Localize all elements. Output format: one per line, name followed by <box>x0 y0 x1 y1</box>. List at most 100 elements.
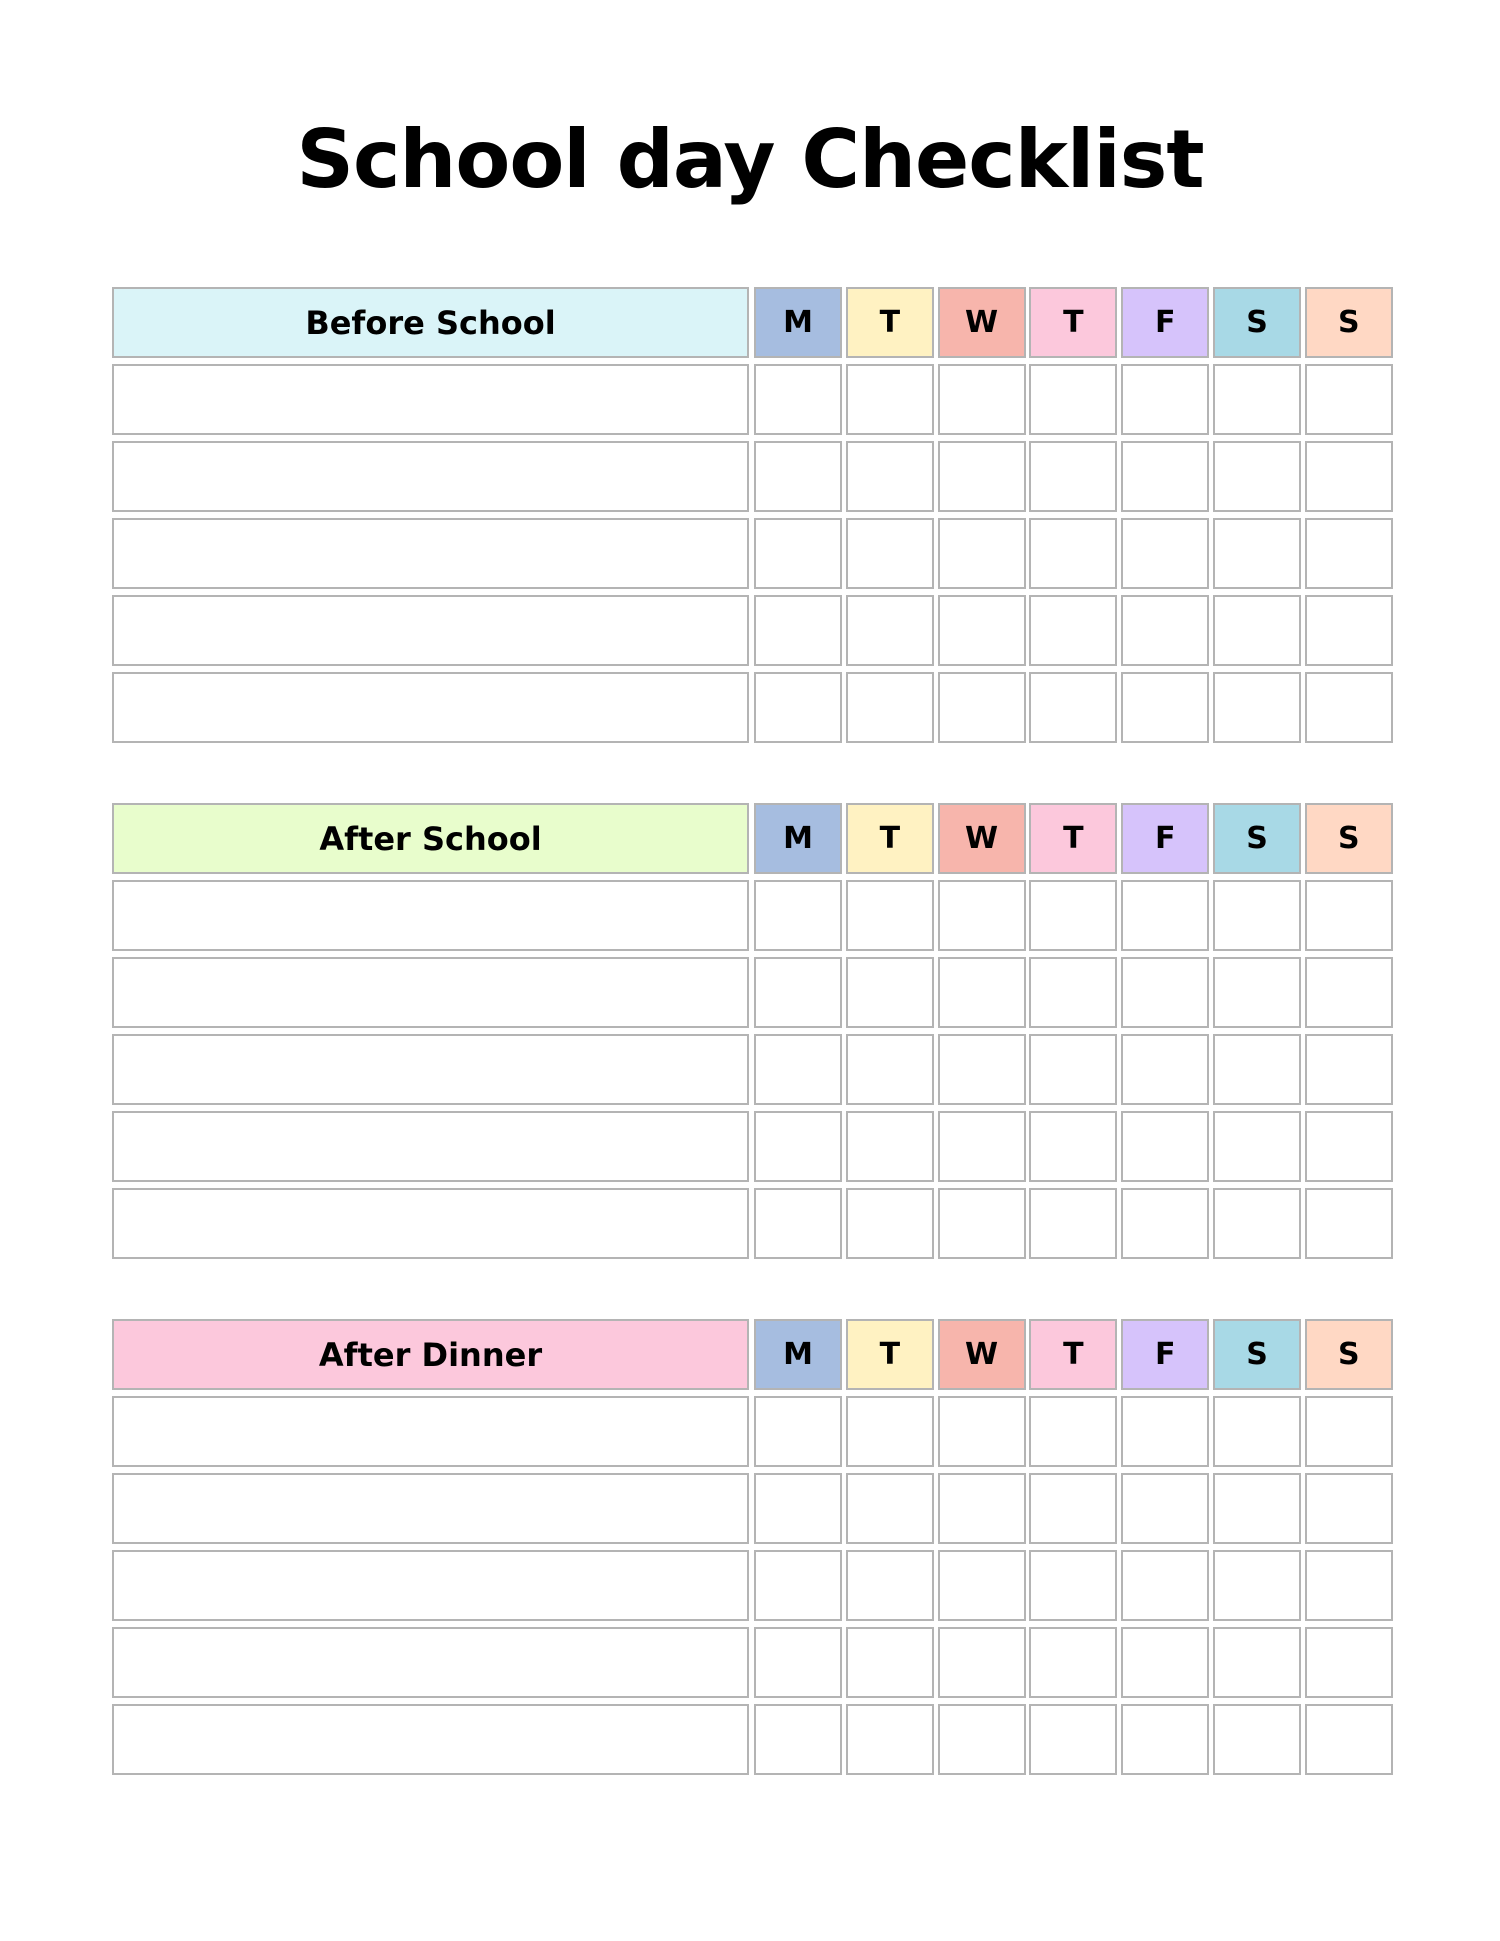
task-name-cell[interactable] <box>112 1473 749 1544</box>
check-cell-wednesday[interactable] <box>937 672 1026 743</box>
check-cell-saturday[interactable] <box>1213 1704 1301 1775</box>
check-cell-sunday[interactable] <box>1304 1396 1393 1467</box>
check-cell-thursday[interactable] <box>1029 1396 1118 1467</box>
check-cell-saturday[interactable] <box>1213 880 1301 951</box>
check-cell-thursday[interactable] <box>1029 595 1118 666</box>
check-cell-tuesday[interactable] <box>845 441 934 512</box>
check-cell-thursday[interactable] <box>1029 1034 1118 1105</box>
check-cell-saturday[interactable] <box>1213 1627 1301 1698</box>
check-cell-tuesday[interactable] <box>845 1034 934 1105</box>
check-cell-tuesday[interactable] <box>845 1188 934 1259</box>
check-cell-tuesday[interactable] <box>845 364 934 435</box>
task-name-cell[interactable] <box>112 1034 749 1105</box>
check-cell-monday[interactable] <box>754 595 842 666</box>
check-cell-sunday[interactable] <box>1304 1034 1393 1105</box>
check-cell-monday[interactable] <box>754 1111 842 1182</box>
check-cell-thursday[interactable] <box>1029 880 1118 951</box>
check-cell-monday[interactable] <box>754 1473 842 1544</box>
check-cell-wednesday[interactable] <box>937 957 1026 1028</box>
check-cell-monday[interactable] <box>754 1704 842 1775</box>
check-cell-wednesday[interactable] <box>937 1473 1026 1544</box>
check-cell-monday[interactable] <box>754 880 842 951</box>
check-cell-friday[interactable] <box>1121 672 1210 743</box>
check-cell-sunday[interactable] <box>1304 518 1393 589</box>
check-cell-thursday[interactable] <box>1029 1473 1118 1544</box>
check-cell-wednesday[interactable] <box>937 1396 1026 1467</box>
check-cell-friday[interactable] <box>1121 441 1210 512</box>
check-cell-wednesday[interactable] <box>937 1704 1026 1775</box>
check-cell-tuesday[interactable] <box>845 1550 934 1621</box>
check-cell-tuesday[interactable] <box>845 1396 934 1467</box>
check-cell-friday[interactable] <box>1121 1188 1210 1259</box>
check-cell-sunday[interactable] <box>1304 595 1393 666</box>
check-cell-friday[interactable] <box>1121 518 1210 589</box>
task-name-cell[interactable] <box>112 518 749 589</box>
check-cell-wednesday[interactable] <box>937 595 1026 666</box>
check-cell-thursday[interactable] <box>1029 1550 1118 1621</box>
check-cell-thursday[interactable] <box>1029 672 1118 743</box>
check-cell-saturday[interactable] <box>1213 957 1301 1028</box>
check-cell-tuesday[interactable] <box>845 1473 934 1544</box>
check-cell-wednesday[interactable] <box>937 1627 1026 1698</box>
check-cell-thursday[interactable] <box>1029 518 1118 589</box>
check-cell-tuesday[interactable] <box>845 957 934 1028</box>
check-cell-wednesday[interactable] <box>937 518 1026 589</box>
check-cell-monday[interactable] <box>754 518 842 589</box>
check-cell-wednesday[interactable] <box>937 364 1026 435</box>
task-name-cell[interactable] <box>112 880 749 951</box>
check-cell-sunday[interactable] <box>1304 1550 1393 1621</box>
check-cell-wednesday[interactable] <box>937 880 1026 951</box>
check-cell-monday[interactable] <box>754 441 842 512</box>
task-name-cell[interactable] <box>112 1627 749 1698</box>
check-cell-thursday[interactable] <box>1029 441 1118 512</box>
task-name-cell[interactable] <box>112 1550 749 1621</box>
check-cell-tuesday[interactable] <box>845 1111 934 1182</box>
check-cell-saturday[interactable] <box>1213 1473 1301 1544</box>
check-cell-tuesday[interactable] <box>845 672 934 743</box>
check-cell-friday[interactable] <box>1121 1704 1210 1775</box>
check-cell-saturday[interactable] <box>1213 364 1301 435</box>
check-cell-sunday[interactable] <box>1304 1111 1393 1182</box>
task-name-cell[interactable] <box>112 1111 749 1182</box>
check-cell-monday[interactable] <box>754 1627 842 1698</box>
check-cell-friday[interactable] <box>1121 595 1210 666</box>
check-cell-friday[interactable] <box>1121 1473 1210 1544</box>
check-cell-saturday[interactable] <box>1213 1111 1301 1182</box>
check-cell-friday[interactable] <box>1121 1627 1210 1698</box>
check-cell-monday[interactable] <box>754 672 842 743</box>
check-cell-friday[interactable] <box>1121 1396 1210 1467</box>
check-cell-saturday[interactable] <box>1213 518 1301 589</box>
check-cell-sunday[interactable] <box>1304 672 1393 743</box>
check-cell-thursday[interactable] <box>1029 957 1118 1028</box>
check-cell-thursday[interactable] <box>1029 364 1118 435</box>
check-cell-tuesday[interactable] <box>845 1627 934 1698</box>
check-cell-sunday[interactable] <box>1304 1188 1393 1259</box>
check-cell-sunday[interactable] <box>1304 1704 1393 1775</box>
check-cell-friday[interactable] <box>1121 364 1210 435</box>
task-name-cell[interactable] <box>112 1396 749 1467</box>
check-cell-friday[interactable] <box>1121 957 1210 1028</box>
check-cell-wednesday[interactable] <box>937 1111 1026 1182</box>
check-cell-tuesday[interactable] <box>845 1704 934 1775</box>
check-cell-monday[interactable] <box>754 1034 842 1105</box>
check-cell-friday[interactable] <box>1121 1550 1210 1621</box>
check-cell-sunday[interactable] <box>1304 441 1393 512</box>
check-cell-thursday[interactable] <box>1029 1704 1118 1775</box>
check-cell-sunday[interactable] <box>1304 880 1393 951</box>
check-cell-sunday[interactable] <box>1304 957 1393 1028</box>
check-cell-saturday[interactable] <box>1213 1034 1301 1105</box>
check-cell-wednesday[interactable] <box>937 1034 1026 1105</box>
task-name-cell[interactable] <box>112 364 749 435</box>
check-cell-sunday[interactable] <box>1304 1627 1393 1698</box>
check-cell-wednesday[interactable] <box>937 1188 1026 1259</box>
check-cell-thursday[interactable] <box>1029 1627 1118 1698</box>
check-cell-saturday[interactable] <box>1213 1188 1301 1259</box>
check-cell-wednesday[interactable] <box>937 1550 1026 1621</box>
check-cell-saturday[interactable] <box>1213 1396 1301 1467</box>
check-cell-tuesday[interactable] <box>845 518 934 589</box>
check-cell-saturday[interactable] <box>1213 441 1301 512</box>
task-name-cell[interactable] <box>112 957 749 1028</box>
check-cell-friday[interactable] <box>1121 1111 1210 1182</box>
check-cell-sunday[interactable] <box>1304 1473 1393 1544</box>
task-name-cell[interactable] <box>112 672 749 743</box>
